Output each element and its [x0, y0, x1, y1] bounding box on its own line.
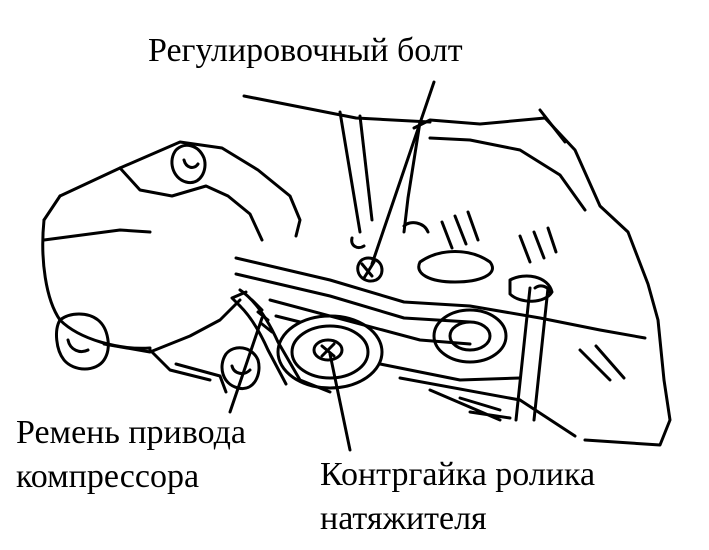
leader-line-adjusting-bolt [370, 80, 436, 266]
label-adjusting-bolt: Регулировочный болт [148, 32, 463, 69]
tensioner-pulley-drawing [276, 308, 508, 390]
label-belt-line2: компрессора [16, 458, 200, 495]
compressor-drawing [41, 140, 302, 394]
label-locknut-line1: Контргайка ролика [320, 456, 596, 493]
adjusting-bolt-drawing [350, 221, 430, 283]
engine-block-drawing [234, 94, 672, 447]
leader-line-locknut [328, 352, 352, 452]
leader-line-belt [228, 316, 264, 414]
label-belt-line1: Ремень привода [16, 414, 246, 451]
label-locknut-line2: натяжителя [320, 500, 487, 537]
drive-belt-drawing [230, 288, 522, 394]
